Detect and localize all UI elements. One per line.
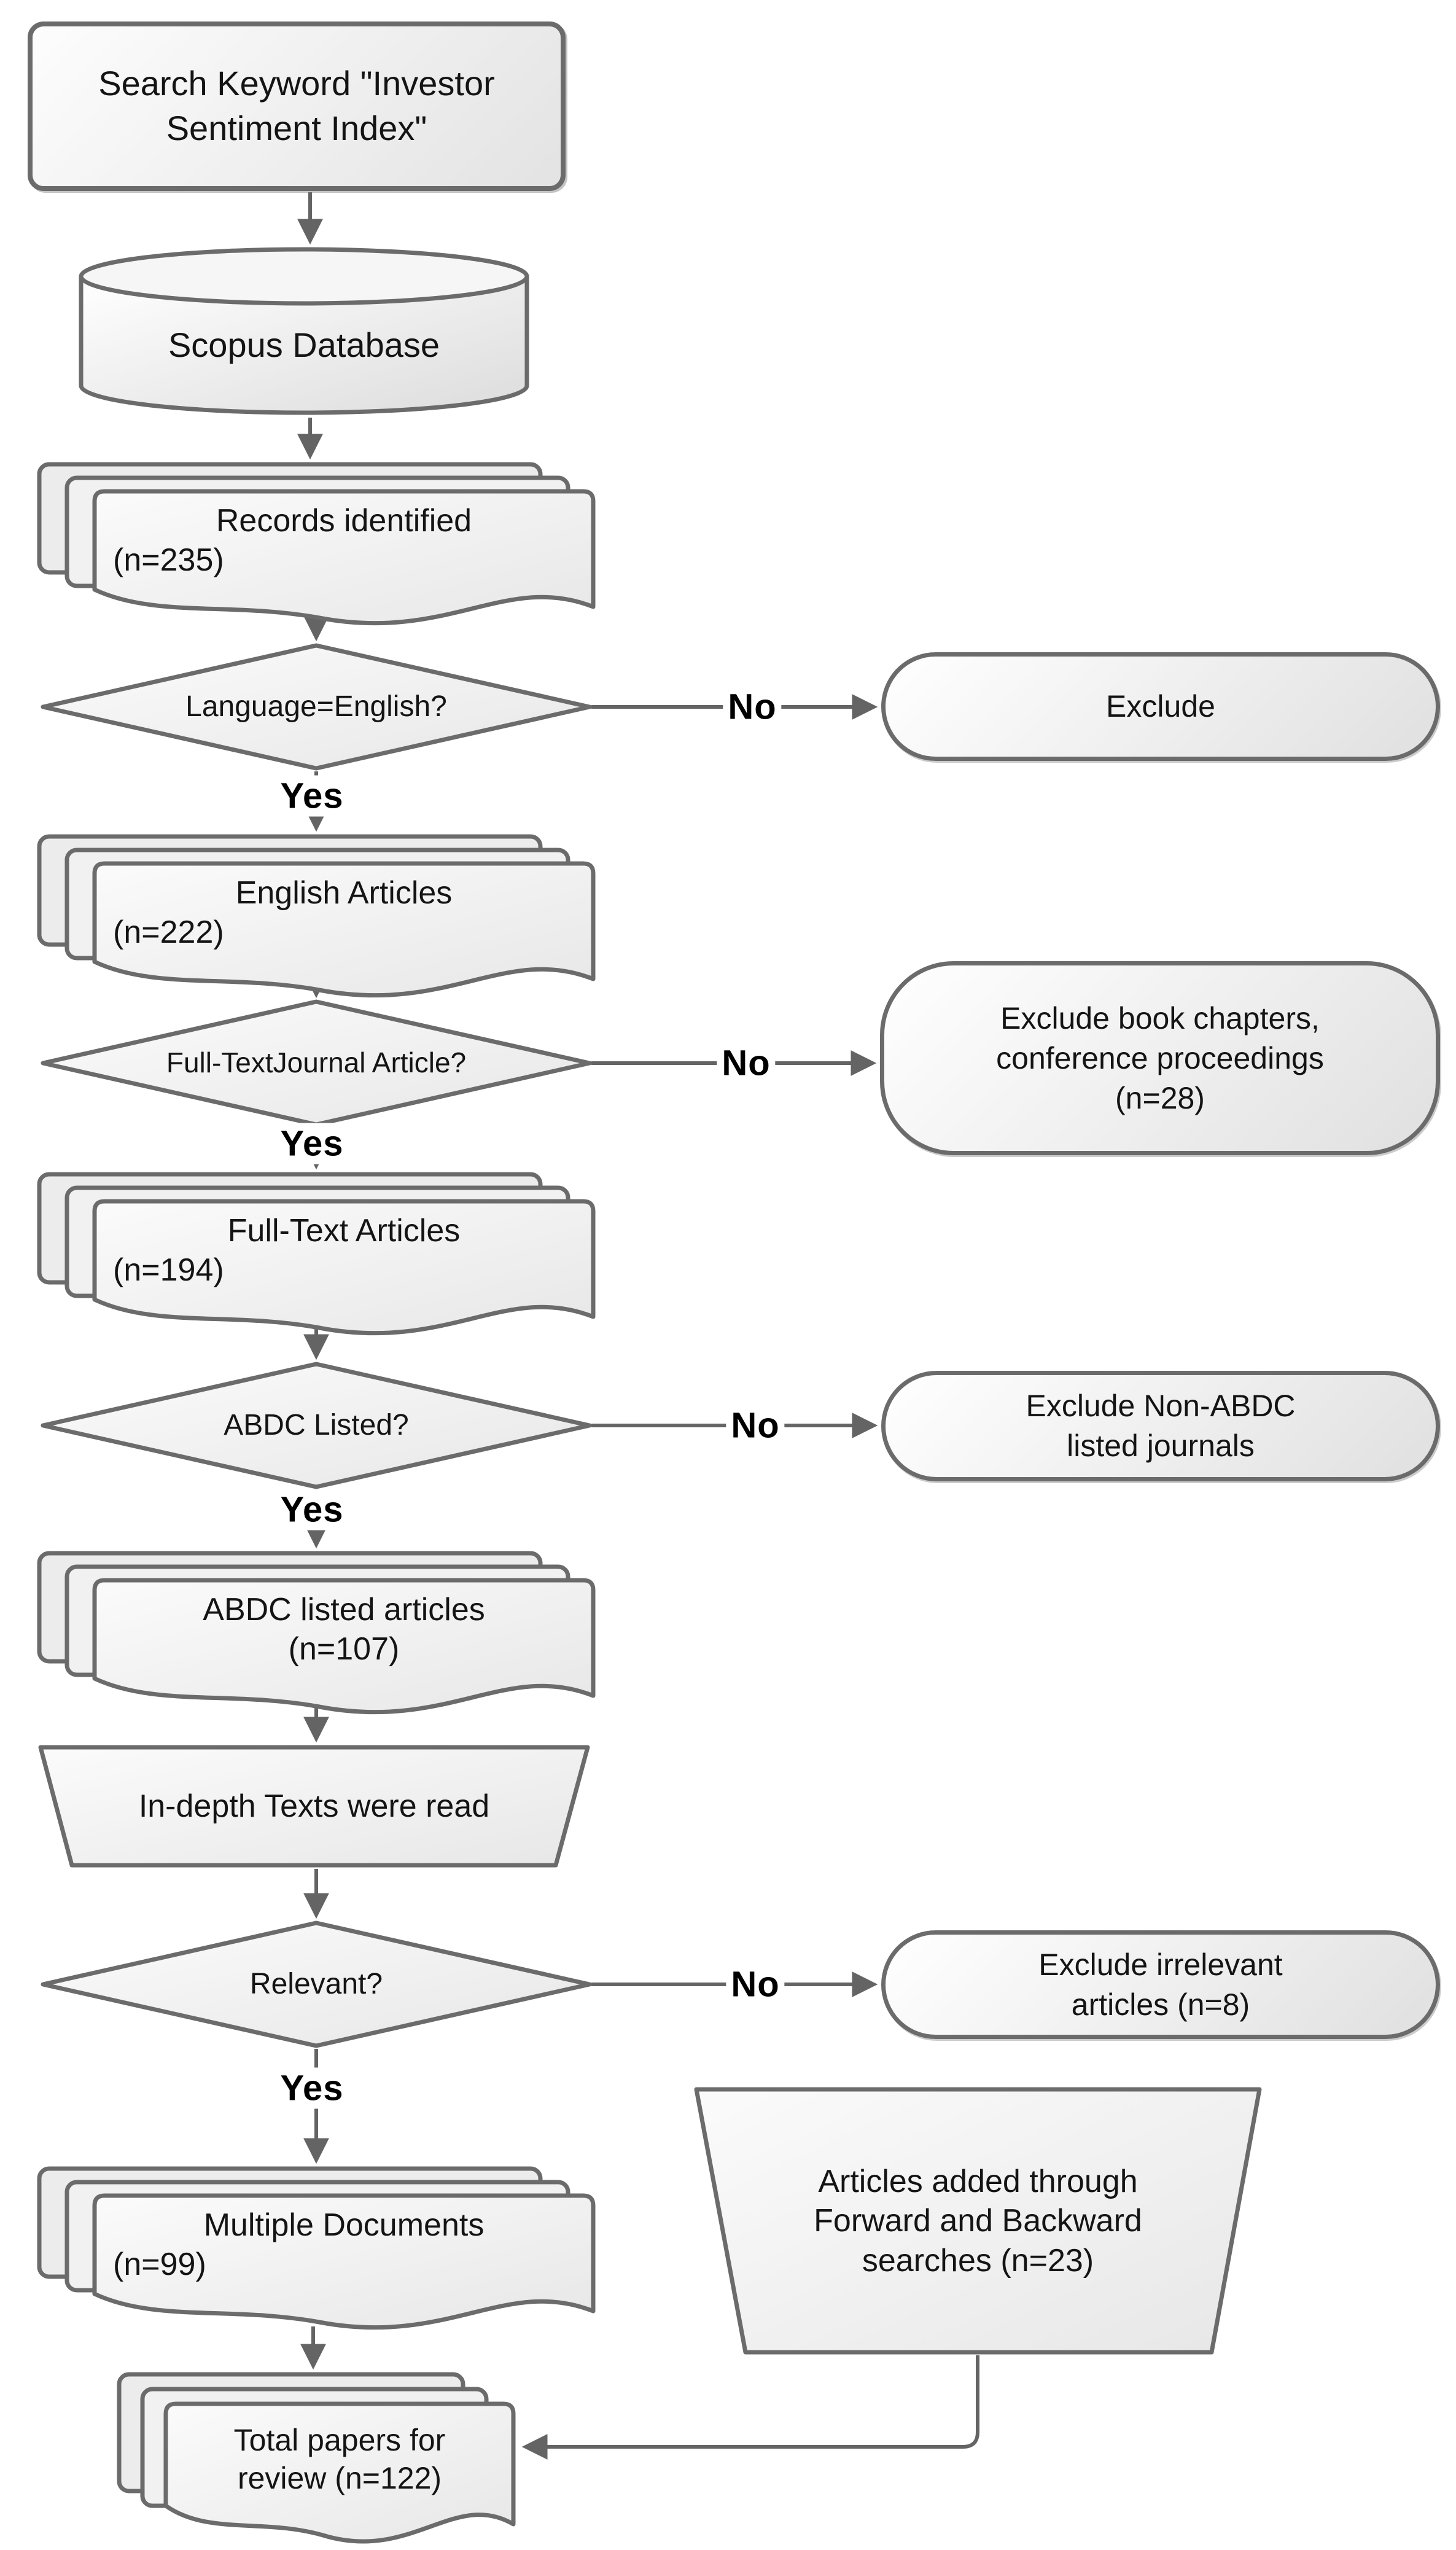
doc-line: (n=99) xyxy=(113,2247,206,2282)
node-decision-relevant: Relevant? xyxy=(41,1920,592,2048)
pill-line: conference proceedings xyxy=(996,1040,1324,1075)
edge-label-yes-1: Yes xyxy=(275,775,349,817)
node-exclude-irrelevant: Exclude irrelevant articles (n=8) xyxy=(881,1930,1440,2039)
edge-label-no-3: No xyxy=(726,1405,785,1446)
doc-line: ABDC listed articles xyxy=(203,1591,485,1628)
node-decision-full-text: Full-TextJournal Article? xyxy=(41,999,592,1127)
edge-label-no-2: No xyxy=(717,1042,776,1084)
node-forward-backward-line: Articles added through xyxy=(818,2163,1138,2199)
manual-operation-shape xyxy=(694,2087,1262,2355)
edge-label-yes-2: Yes xyxy=(275,1123,349,1164)
pill-line: Exclude Non-ABDC xyxy=(1026,1389,1296,1423)
node-decision-abdc: ABDC Listed? xyxy=(41,1362,592,1489)
cylinder-shape xyxy=(79,247,529,415)
node-decision-language: Language=English? xyxy=(41,643,592,771)
node-multiple-documents: Multiple Documents (n=99) xyxy=(37,2166,596,2330)
doc-line: English Articles xyxy=(235,875,453,911)
node-decision-full-text-label: Full-TextJournal Article? xyxy=(166,1047,467,1079)
node-exclude-book-chapters: Exclude book chapters, conference procee… xyxy=(880,961,1440,1155)
edge-label-yes-4: Yes xyxy=(275,2067,349,2109)
node-forward-backward: Articles added through Forward and Backw… xyxy=(694,2087,1262,2355)
decision-diamond-shape xyxy=(41,1362,592,1489)
pill-line: Exclude irrelevant xyxy=(1038,1947,1283,1982)
doc-line: Total papers for xyxy=(233,2423,446,2457)
pill-line: listed journals xyxy=(1067,1429,1255,1463)
node-total-papers: Total papers for review (n=122) xyxy=(117,2372,516,2544)
node-decision-abdc-label: ABDC Listed? xyxy=(224,1409,409,1442)
node-in-depth-reading-label: In-depth Texts were read xyxy=(138,1788,490,1824)
node-exclude-non-abdc: Exclude Non-ABDC listed journals xyxy=(881,1371,1440,1481)
node-scopus-database: Scopus Database xyxy=(79,247,529,416)
doc-line: (n=107) xyxy=(288,1631,400,1667)
doc-line: Records identified xyxy=(216,502,472,539)
node-full-text-articles: Full-Text Articles (n=194) xyxy=(37,1172,596,1336)
doc-line: Multiple Documents xyxy=(203,2207,485,2243)
node-abdc-listed-articles: ABDC listed articles (n=107) xyxy=(37,1551,596,1715)
node-decision-relevant-label: Relevant? xyxy=(249,1968,383,2001)
node-forward-backward-line: searches (n=23) xyxy=(862,2242,1094,2279)
doc-line: review (n=122) xyxy=(237,2461,442,2495)
manual-operation-shape xyxy=(38,1745,590,1868)
edge-label-no-4: No xyxy=(726,1963,785,2005)
decision-diamond-shape xyxy=(41,1920,592,2048)
node-start: Search Keyword "Investor Sentiment Index… xyxy=(28,21,566,191)
edge-forward-backward-to-total xyxy=(521,2355,979,2460)
node-english-articles: English Articles (n=222) xyxy=(37,834,596,998)
decision-diamond-shape xyxy=(41,643,592,771)
edge-label-yes-3: Yes xyxy=(275,1489,349,1530)
pill-line: articles (n=8) xyxy=(1071,1987,1250,2022)
multi-document-shape xyxy=(37,834,596,998)
multi-document-shape xyxy=(37,1172,596,1336)
node-forward-backward-line: Forward and Backward xyxy=(814,2203,1142,2239)
doc-line: (n=222) xyxy=(113,914,224,950)
pill-line: (n=28) xyxy=(1115,1080,1205,1115)
doc-line: (n=194) xyxy=(113,1252,224,1288)
node-scopus-database-label: Scopus Database xyxy=(168,326,440,365)
multi-document-shape xyxy=(37,2166,596,2330)
multi-document-shape xyxy=(37,1551,596,1715)
doc-line: Full-Text Articles xyxy=(227,1212,461,1249)
doc-line: (n=235) xyxy=(113,542,224,578)
multi-document-shape xyxy=(37,462,596,626)
pill-line: Exclude book chapters, xyxy=(1000,1000,1320,1035)
pill-line: Exclude xyxy=(1106,689,1215,723)
node-decision-language-label: Language=English? xyxy=(185,690,447,723)
multi-document-shape xyxy=(117,2372,516,2544)
node-exclude-language: Exclude xyxy=(881,652,1440,761)
node-start-label: Search Keyword "Investor Sentiment Index… xyxy=(98,64,495,147)
edge-label-no-1: No xyxy=(723,686,782,728)
node-records-identified: Records identified (n=235) xyxy=(37,462,596,626)
node-in-depth-reading: In-depth Texts were read xyxy=(38,1745,590,1868)
